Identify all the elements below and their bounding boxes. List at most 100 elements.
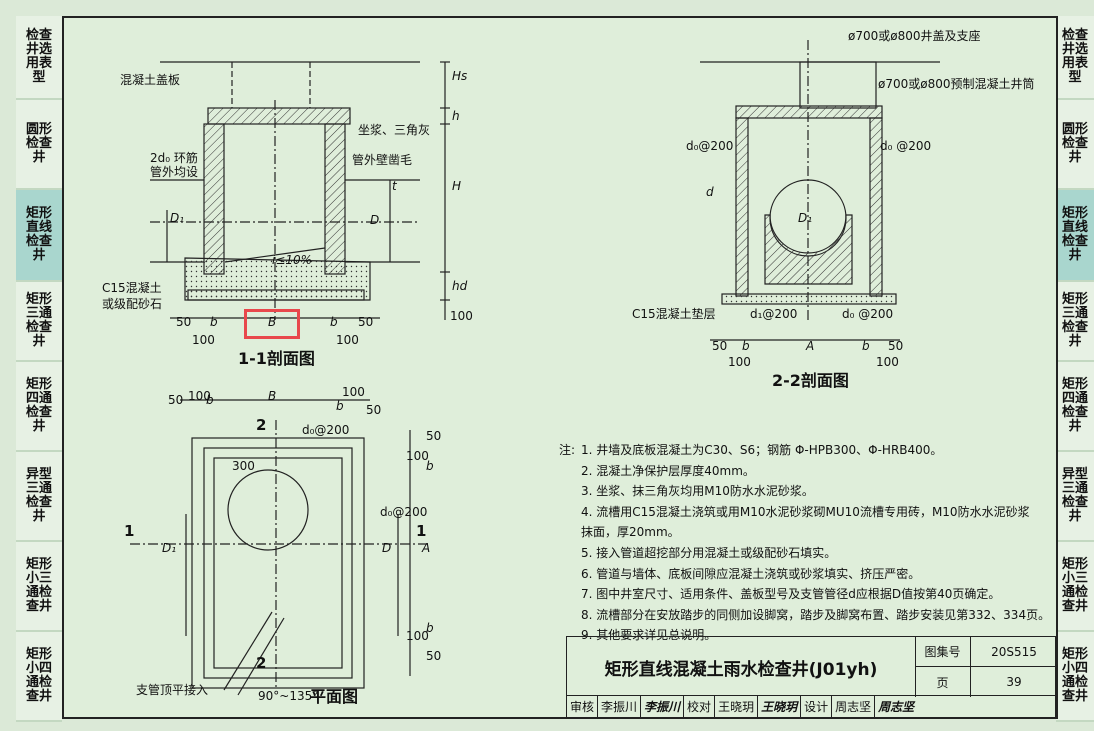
- label-shaft: ø700或ø800预制混凝土井筒: [878, 76, 1035, 91]
- dim-pr-50a: 50: [426, 429, 441, 443]
- dim-1-100b: 100: [336, 333, 359, 347]
- note-item: 3. 坐浆、抹三角灰均用M10防水水泥砂浆。: [581, 484, 814, 499]
- right-tab-2[interactable]: 矩形直线检查井: [1056, 190, 1094, 282]
- label-plan-D: D: [382, 541, 391, 555]
- title-block-main: 矩形直线混凝土雨水检查井(J01yh) 图集号 20S515 页 39: [566, 636, 1057, 697]
- right-tab-1[interactable]: 圆形检查井: [1056, 100, 1094, 190]
- dim-2-A: A: [805, 339, 814, 353]
- label-cushion2: 或级配砂石: [102, 297, 162, 311]
- left-tab-7[interactable]: 矩形小四通检查井: [16, 632, 62, 722]
- dim-2-b2: b: [862, 339, 870, 353]
- label-plan-300: 300: [232, 459, 255, 473]
- title-plan: 平面图: [310, 687, 358, 706]
- note-item: 1. 井墙及底板混凝土为C30、S6；钢筋 Φ-HPB300、Φ-HRB400。: [581, 443, 943, 457]
- dim-2-100b: 100: [876, 355, 899, 369]
- dim-1-50b: 50: [358, 315, 373, 329]
- section-mark-1-right: 1: [416, 522, 426, 540]
- dim-2-100a: 100: [728, 355, 751, 369]
- left-tab-1[interactable]: 圆形检查井: [16, 100, 62, 190]
- dim-pr-b2: b: [426, 621, 434, 635]
- highlight-box: [244, 309, 300, 339]
- section-mark-2-top: 2: [256, 416, 266, 434]
- atlas-label: 图集号: [915, 637, 971, 667]
- sig-design-sign: 周志坚: [878, 700, 915, 714]
- note-item: 7. 图中井室尺寸、适用条件、盖板型号及支管管径d应根据D值按第40页确定。: [581, 587, 1001, 602]
- dim-p-50: 50: [168, 393, 183, 407]
- title-section-1-1: 1-1剖面图: [238, 349, 315, 368]
- left-tab-6[interactable]: 矩形小三通检查井: [16, 542, 62, 632]
- notes-prefix: 注:: [559, 443, 576, 457]
- section-2-2-drawing: [700, 40, 940, 341]
- title-section-2-2: 2-2剖面图: [772, 371, 849, 390]
- sig-design-label: 设计: [801, 696, 833, 717]
- dim-p-50b: 50: [366, 403, 381, 417]
- label-pipe-even: 管外均设: [150, 164, 198, 179]
- sig-check-name: 王晓玥: [715, 696, 759, 717]
- drawing-title: 矩形直线混凝土雨水检查井(J01yh): [567, 637, 916, 697]
- right-tab-6[interactable]: 矩形小三通检查井: [1056, 542, 1094, 632]
- right-tab-4[interactable]: 矩形四通检查井: [1056, 362, 1094, 452]
- dim-1-b2: b: [330, 315, 338, 329]
- label-plan-branch: 支管顶平接入: [136, 682, 208, 697]
- sig-review-name: 李振川: [598, 696, 642, 717]
- dim-p-b2: b: [336, 399, 344, 413]
- note-item: 抹面，厚20mm。: [581, 525, 680, 540]
- label-cover-2: ø700或ø800井盖及支座: [848, 28, 981, 43]
- dim-p-100a: 100: [188, 389, 211, 403]
- dim-2-50b: 50: [888, 339, 903, 353]
- label-D1-2: D₁: [798, 211, 812, 225]
- label-cushion-2: C15混凝土垫层: [632, 306, 716, 321]
- page-number: 39: [1006, 675, 1022, 689]
- sig-review-label: 审核: [567, 696, 599, 717]
- page-label: 页: [915, 667, 971, 697]
- dim-p-B: B: [268, 389, 276, 403]
- label-pipe-rough: 管外壁凿毛: [352, 152, 412, 167]
- label-d-2: d: [706, 185, 714, 199]
- drawing-sheet: [62, 16, 1058, 719]
- dim-1-B: B: [268, 315, 276, 329]
- dim-2-50a: 50: [712, 339, 727, 353]
- label-rebar-b1: d₁@200: [750, 307, 797, 321]
- label-rebar-l: d₀@200: [686, 139, 733, 153]
- note-item: 8. 流槽部分在安放踏步的同侧加设脚窝，踏步及脚窝布置、踏步安装见第332、33…: [581, 607, 1051, 622]
- left-tab-5[interactable]: 异型三通检查井: [16, 452, 62, 542]
- right-tab-7[interactable]: 矩形小四通检查井: [1056, 632, 1094, 722]
- label-slope: i≤10%: [272, 253, 312, 267]
- sig-design-name: 周志坚: [832, 696, 876, 717]
- label-D: D: [370, 213, 379, 227]
- dim-p-b1: b: [206, 393, 214, 407]
- left-tab-2[interactable]: 矩形直线检查井: [16, 190, 62, 282]
- note-item: 9. 其他要求详见总说明。: [581, 628, 717, 643]
- right-tab-3[interactable]: 矩形三通检查井: [1056, 282, 1094, 362]
- left-tab-4[interactable]: 矩形四通检查井: [16, 362, 62, 452]
- note-item: 5. 接入管道超挖部分用混凝土或级配砂石填实。: [581, 545, 837, 560]
- signature-row: 审核 李振川 李振川 校对 王晓玥 王晓玥 设计 周志坚 周志坚: [566, 696, 1056, 718]
- dim-p-100b: 100: [342, 385, 365, 399]
- dim-1-50a: 50: [176, 315, 191, 329]
- dim-pr-b1: b: [426, 459, 434, 473]
- label-H: H: [452, 179, 461, 193]
- dim-1-b1: b: [210, 315, 218, 329]
- sig-check-label: 校对: [684, 696, 716, 717]
- sig-review-sign: 李振川: [641, 696, 685, 717]
- dim-2-b1: b: [742, 339, 750, 353]
- right-tab-5[interactable]: 异型三通检查井: [1056, 452, 1094, 542]
- label-hd: hd: [452, 279, 468, 293]
- right-tab-0[interactable]: 检查井选用表型: [1056, 16, 1094, 100]
- note-item: 2. 混凝土净保护层厚度40mm。: [581, 463, 755, 478]
- label-plan-D1: D₁: [162, 541, 176, 555]
- section-mark-2-bottom: 2: [256, 654, 266, 672]
- left-tab-0[interactable]: 检查井选用表型: [16, 16, 62, 100]
- sig-check-sign: 王晓玥: [758, 696, 802, 717]
- label-ring-bar: 2d₀ 环筋: [150, 150, 198, 165]
- atlas-number: 20S515: [971, 637, 1057, 667]
- label-h: h: [452, 109, 460, 123]
- label-cushion: C15混凝土: [102, 280, 162, 295]
- label-cover-slab: 混凝土盖板: [120, 72, 180, 87]
- label-plan-A: A: [421, 541, 430, 555]
- label-rebar-b2: d₀ @200: [842, 307, 893, 321]
- left-tab-3[interactable]: 矩形三通检查井: [16, 282, 62, 362]
- label-100: 100: [450, 309, 473, 323]
- plan-drawing: [130, 399, 430, 696]
- label-Hs: Hs: [452, 69, 467, 83]
